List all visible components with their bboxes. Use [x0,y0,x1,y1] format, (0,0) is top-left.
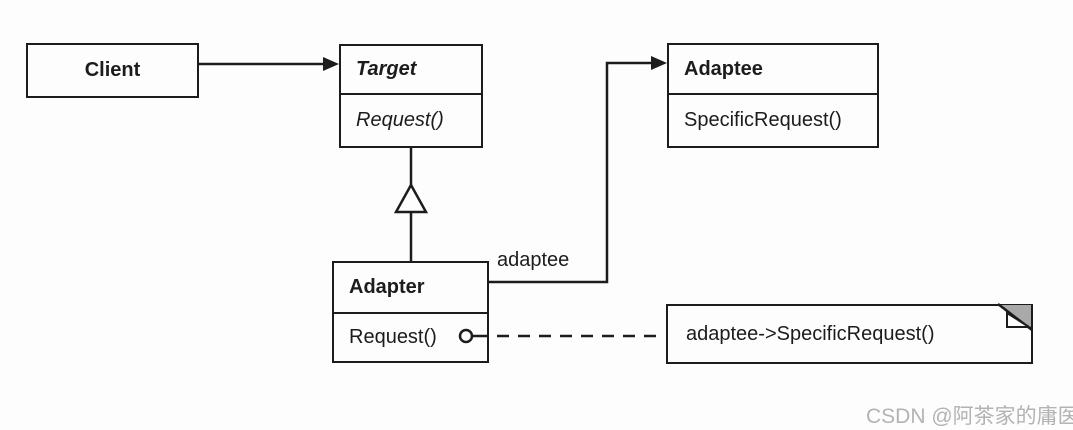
adapter-target-generalization-line [393,148,429,261]
class-box-client: Client [26,43,199,98]
class-method-adapter-request: Request() [334,312,487,361]
implementation-note-text: adaptee->SpecificRequest() [686,322,935,345]
class-name-target: Target [356,58,417,80]
class-box-target: Target Request() [339,44,483,148]
inheritance-triangle-icon [393,182,429,214]
association-label-adaptee: adaptee [497,249,570,271]
class-method-target-request: Request() [341,93,481,146]
class-name-client: Client [84,59,141,81]
arrowhead-icon [323,57,339,71]
class-name-adaptee: Adaptee [684,57,763,80]
watermark-text: CSDN @阿茶家的庸医 [866,405,1073,428]
class-name-adapter: Adapter [349,276,425,298]
implementation-note: adaptee->SpecificRequest() [666,304,1033,364]
class-box-adapter: Adapter Request() [332,261,489,363]
class-box-adaptee: Adaptee SpecificRequest() [667,43,879,148]
arrowhead-icon [651,56,667,70]
client-target-association-line [199,57,339,71]
note-connector-dashed-line [458,328,664,344]
class-method-adaptee-specificrequest: SpecificRequest() [669,93,877,146]
